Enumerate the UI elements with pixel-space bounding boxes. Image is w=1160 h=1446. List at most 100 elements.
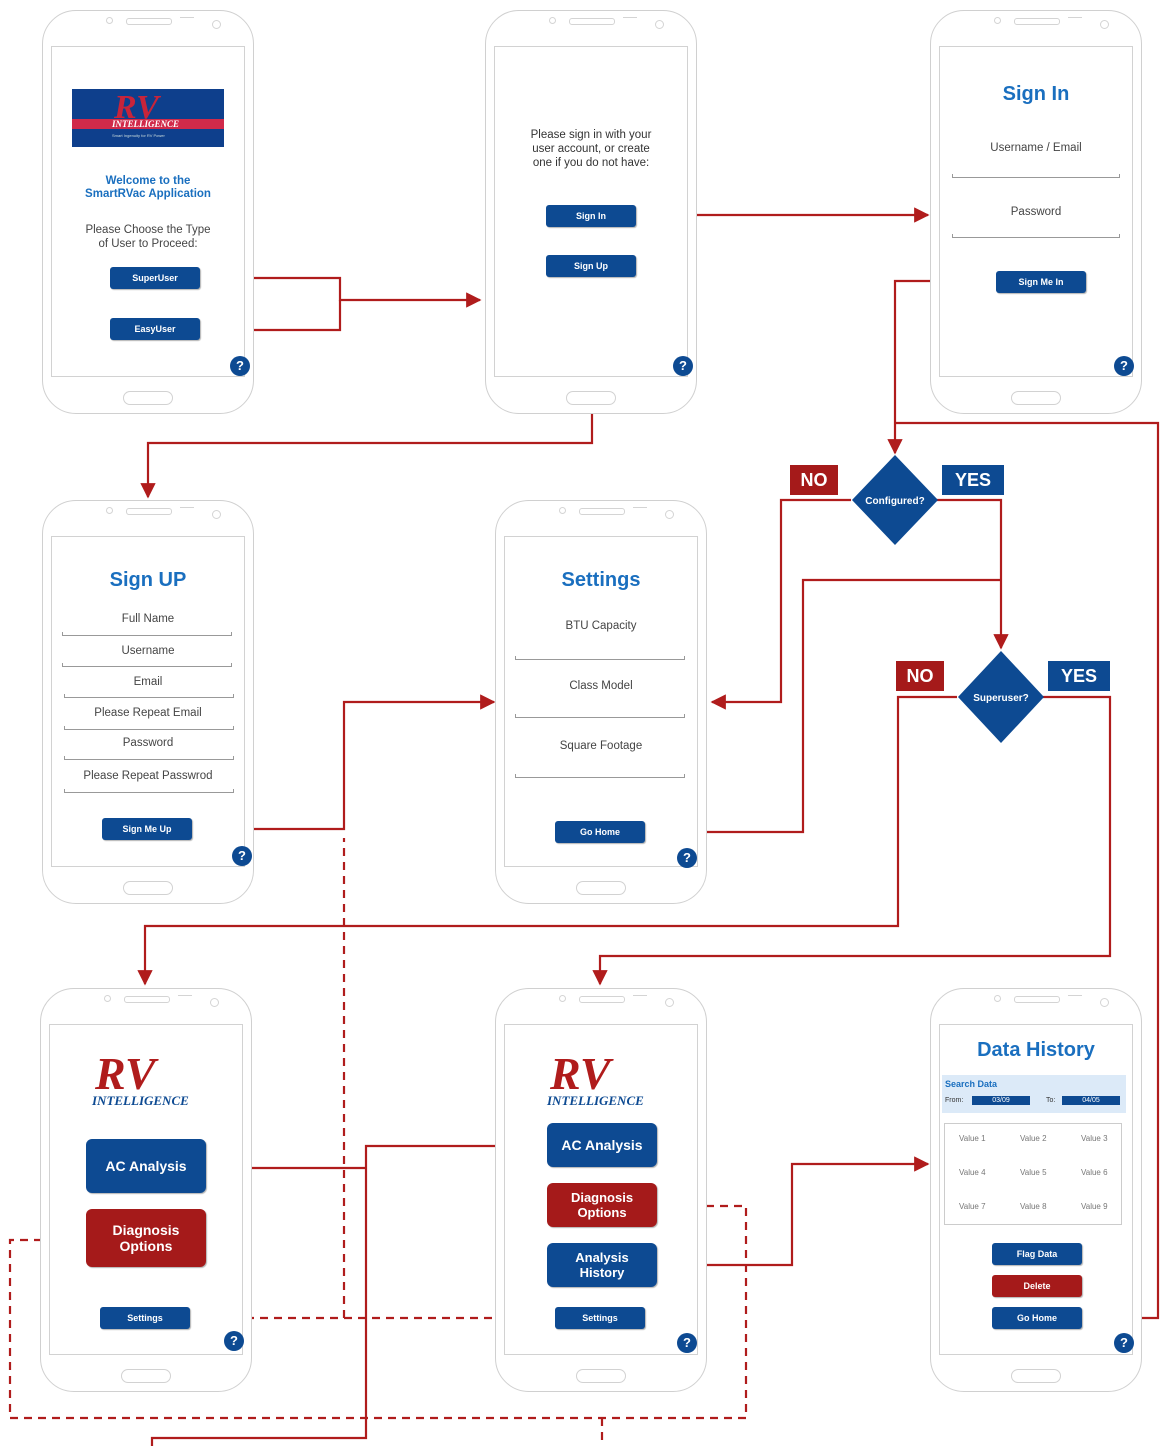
value-cell[interactable]: Value 7 — [959, 1202, 986, 1211]
phone-camera — [1100, 20, 1109, 29]
phone-speaker-slot — [569, 18, 615, 25]
phone-camera — [655, 20, 664, 29]
prompt-line-2: user account, or create — [532, 143, 650, 155]
password-field[interactable] — [64, 756, 234, 760]
help-icon[interactable]: ? — [673, 356, 693, 376]
logo-rv-text: RV — [550, 1048, 611, 1099]
logo-rv-text: RV — [114, 89, 159, 126]
superuser-yes-badge: YES — [1048, 661, 1110, 691]
value-cell[interactable]: Value 9 — [1081, 1202, 1108, 1211]
sign-me-in-button[interactable]: Sign Me In — [996, 271, 1086, 293]
value-cell[interactable]: Value 5 — [1020, 1168, 1047, 1177]
ac-analysis-button[interactable]: AC Analysis — [547, 1123, 657, 1167]
help-icon[interactable]: ? — [677, 1333, 697, 1353]
value-cell[interactable]: Value 3 — [1081, 1134, 1108, 1143]
email-label: Email — [133, 676, 163, 688]
phone-speaker-dot — [549, 17, 556, 24]
arrow-superuser-to-signchoice — [192, 276, 482, 308]
analysis-history-button[interactable]: Analysis History — [547, 1243, 657, 1287]
arrow-configured-yes — [935, 498, 1009, 650]
btu-capacity-field[interactable] — [515, 656, 685, 660]
arrow-configured-no — [710, 498, 851, 710]
sign-in-button[interactable]: Sign In — [546, 205, 636, 227]
flag-data-button[interactable]: Flag Data — [992, 1243, 1082, 1265]
page-title: Settings — [561, 569, 641, 591]
phone-home-easy: RV INTELLIGENCE AC Analysis Diagnosis Op… — [40, 988, 252, 1392]
value-cell[interactable]: Value 2 — [1020, 1134, 1047, 1143]
diagnosis-options-button[interactable]: Diagnosis Options — [86, 1209, 206, 1267]
ac-analysis-button[interactable]: AC Analysis — [86, 1139, 206, 1193]
username-field[interactable] — [62, 663, 232, 667]
class-model-label: Class Model — [569, 680, 633, 692]
phone-home-button — [566, 391, 616, 405]
value-cell[interactable]: Value 4 — [959, 1168, 986, 1177]
prompt-line-3: one if you do not have: — [532, 157, 650, 169]
class-model-field[interactable] — [515, 714, 685, 718]
choose-line-1: Please Choose the Type — [85, 224, 211, 236]
phone-home-button — [1011, 391, 1061, 405]
help-icon[interactable]: ? — [677, 848, 697, 868]
repeat-password-field[interactable] — [64, 789, 234, 793]
choose-line-2: of User to Proceed: — [98, 238, 198, 250]
sign-up-button[interactable]: Sign Up — [546, 255, 636, 277]
screen-settings: Settings BTU Capacity Class Model Square… — [504, 536, 698, 868]
phone-sensor — [1067, 17, 1082, 23]
superuser-button[interactable]: SuperUser — [110, 267, 200, 289]
phone-speaker-dot — [559, 995, 566, 1002]
sign-me-up-button[interactable]: Sign Me Up — [102, 818, 192, 840]
phone-settings: Settings BTU Capacity Class Model Square… — [495, 500, 707, 904]
page-title: Sign In — [1002, 83, 1070, 105]
phone-sensor — [622, 17, 637, 23]
phone-speaker-dot — [106, 507, 113, 514]
easyuser-button[interactable]: EasyUser — [110, 318, 200, 340]
help-icon[interactable]: ? — [232, 846, 252, 866]
phone-camera — [212, 510, 221, 519]
go-home-button[interactable]: Go Home — [555, 821, 645, 843]
settings-button[interactable]: Settings — [100, 1307, 190, 1329]
value-cell[interactable]: Value 6 — [1081, 1168, 1108, 1177]
full-name-field[interactable] — [62, 632, 232, 636]
phone-sensor — [179, 17, 194, 23]
phone-camera — [1100, 998, 1109, 1007]
go-home-button[interactable]: Go Home — [992, 1307, 1082, 1329]
to-date-input[interactable]: 04/05 — [1062, 1096, 1120, 1105]
phone-speaker-dot — [994, 17, 1001, 24]
diagnosis-label-2: Options — [577, 1205, 627, 1220]
settings-button[interactable]: Settings — [555, 1307, 645, 1329]
username-field[interactable] — [952, 174, 1120, 178]
help-icon[interactable]: ? — [1114, 356, 1134, 376]
help-icon[interactable]: ? — [230, 356, 250, 376]
phone-home-button — [123, 881, 173, 895]
logo-intelligence-text: INTELLIGENCE — [547, 1093, 644, 1108]
value-cell[interactable]: Value 1 — [959, 1134, 986, 1143]
password-field[interactable] — [952, 234, 1120, 238]
full-name-label: Full Name — [121, 613, 175, 625]
page-title: Sign UP — [109, 569, 187, 591]
delete-button[interactable]: Delete — [992, 1275, 1082, 1297]
diagnosis-options-button[interactable]: Diagnosis Options — [547, 1183, 657, 1227]
value-cell[interactable]: Value 8 — [1020, 1202, 1047, 1211]
diagnosis-label-1: Diagnosis — [570, 1190, 634, 1205]
phone-camera — [210, 998, 219, 1007]
decision-superuser-label: Superuser? — [973, 693, 1029, 704]
square-footage-field[interactable] — [515, 774, 685, 778]
diagnosis-label-1: Diagnosis — [112, 1222, 180, 1238]
from-date-input[interactable]: 03/09 — [972, 1096, 1030, 1105]
help-icon[interactable]: ? — [1114, 1333, 1134, 1353]
page-title: Data History — [977, 1039, 1095, 1061]
email-field[interactable] — [64, 694, 234, 698]
password-label: Password — [122, 737, 174, 749]
welcome-line-1: Welcome to the — [105, 175, 191, 187]
repeat-email-label: Please Repeat Email — [94, 707, 202, 719]
arrow-settings-home — [645, 578, 1001, 834]
help-icon[interactable]: ? — [224, 1331, 244, 1351]
decision-configured: Configured? — [852, 455, 938, 545]
analysis-history-label-2: History — [579, 1265, 625, 1280]
repeat-email-field[interactable] — [64, 726, 234, 730]
btu-capacity-label: BTU Capacity — [565, 620, 637, 632]
phone-speaker-slot — [126, 508, 172, 515]
screen-sign-choice: Please sign in with your user account, o… — [494, 46, 693, 377]
username-label: Username — [121, 645, 175, 657]
phone-home-super: RV INTELLIGENCE AC Analysis Diagnosis Op… — [495, 988, 707, 1392]
phone-speaker-slot — [1014, 996, 1060, 1003]
